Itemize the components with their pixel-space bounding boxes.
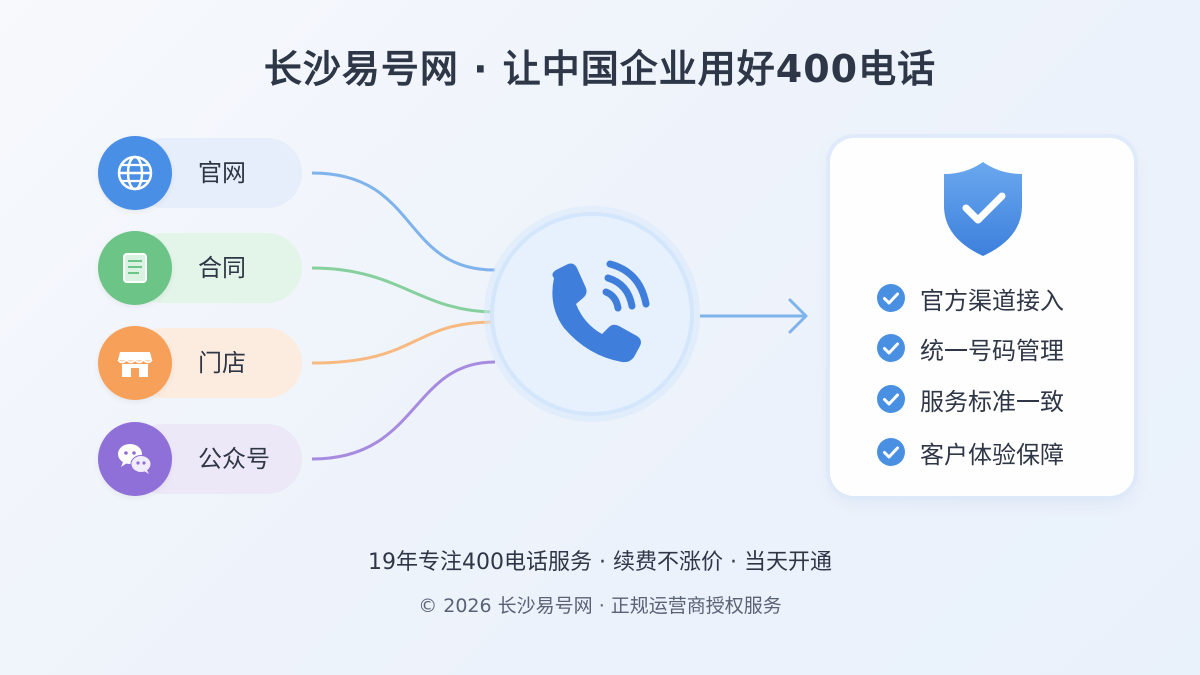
feature-item: 官方渠道接入 bbox=[876, 282, 1064, 315]
check-circle-icon bbox=[877, 385, 905, 413]
hub-circle bbox=[490, 212, 694, 416]
check-circle-icon bbox=[877, 438, 905, 466]
channel-store: 门店 bbox=[98, 326, 302, 400]
tagline: 19年专注400电话服务 · 续费不涨价 · 当天开通 bbox=[368, 550, 832, 575]
wechat-icon bbox=[98, 422, 172, 496]
check-circle-icon bbox=[877, 284, 905, 312]
feature-item: 客户体验保障 bbox=[876, 436, 1064, 469]
channel-label: 门店 bbox=[198, 349, 246, 377]
channel-label: 合同 bbox=[198, 254, 246, 282]
channel-label: 公众号 bbox=[198, 445, 270, 473]
connector-line-contract bbox=[311, 266, 496, 314]
channel-wechat: 公众号 bbox=[98, 422, 302, 496]
feature-text: 客户体验保障 bbox=[920, 440, 1064, 469]
shield-check-icon bbox=[944, 162, 1022, 256]
check-circle-icon bbox=[877, 334, 905, 362]
page-title: 长沙易号网 · 让中国企业用好400电话 bbox=[263, 47, 937, 91]
connector-line-website bbox=[311, 171, 496, 272]
feature-text: 统一号码管理 bbox=[920, 336, 1064, 365]
copyright-text: © 2026 长沙易号网 · 正规运营商授权服务 bbox=[418, 595, 782, 617]
storefront-icon bbox=[98, 326, 172, 400]
arrow-head-icon bbox=[788, 298, 808, 334]
document-icon bbox=[98, 231, 172, 305]
feature-text: 服务标准一致 bbox=[920, 387, 1064, 416]
connector-line-wechat bbox=[311, 360, 496, 461]
feature-card: 官方渠道接入 统一号码管理 服务标准一致 客户体验保障 bbox=[830, 138, 1134, 496]
feature-item: 统一号码管理 bbox=[876, 332, 1064, 365]
channel-website: 官网 bbox=[98, 136, 302, 210]
channel-contract: 合同 bbox=[98, 231, 302, 305]
feature-text: 官方渠道接入 bbox=[920, 286, 1064, 315]
globe-icon bbox=[98, 136, 172, 210]
channel-label: 官网 bbox=[198, 159, 246, 187]
phone-signal-icon bbox=[552, 260, 650, 363]
connector-line-store bbox=[311, 320, 496, 365]
feature-item: 服务标准一致 bbox=[876, 383, 1064, 416]
